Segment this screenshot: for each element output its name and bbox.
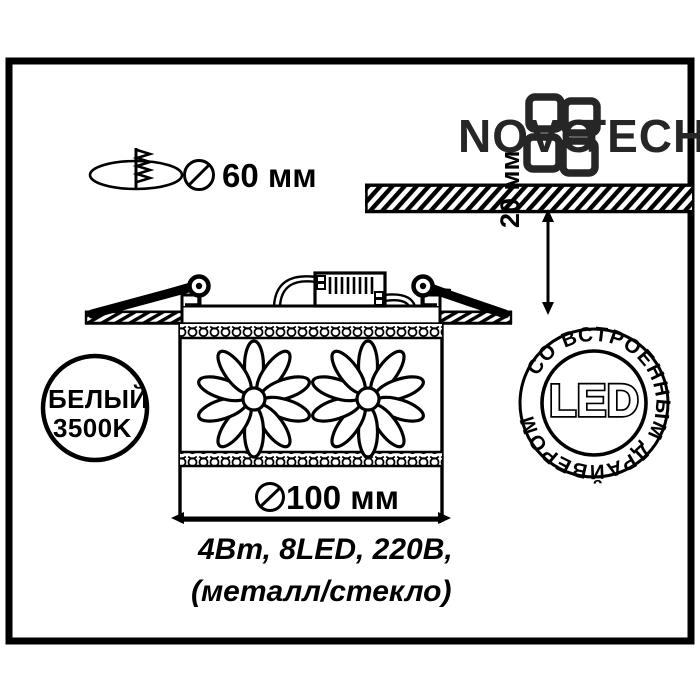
wire-left	[272, 275, 317, 307]
page-border	[5, 57, 695, 645]
pinwheel-squares-icon	[523, 93, 601, 177]
cutout-diameter-value: 60 мм	[222, 157, 317, 194]
bead-trim-top	[180, 324, 442, 338]
brand-wordmark-right: TECH	[578, 110, 700, 162]
led-driver-box	[313, 271, 387, 308]
spec-line-1: 4Вт, 8LED, 220В,	[198, 533, 453, 566]
brand-wordmark-left: NOVO	[458, 110, 598, 162]
color-temp-line1: БЕЛЫЙ	[48, 384, 149, 414]
depth-dimension-value: 20 мм	[495, 150, 525, 228]
spring-clip-right	[411, 274, 510, 319]
bead-trim-bottom	[180, 452, 442, 466]
wire-right	[383, 293, 417, 307]
ceiling-slab-hatched	[365, 183, 692, 214]
width-dimension-line	[171, 512, 451, 524]
led-driver-badge: СО ВСТРОЕННЫМ ДРАЙВЕРОМ LED	[515, 323, 673, 485]
spring-clip-left	[87, 274, 211, 319]
hole-saw-drill-icon	[88, 148, 184, 191]
color-temp-badge	[40, 353, 150, 463]
diameter-symbol-60-icon	[183, 159, 215, 191]
driver-terminal-left	[316, 275, 326, 290]
driver-terminal-right	[374, 291, 384, 306]
fixture-housing-plate	[180, 293, 442, 326]
led-badge-center-text: LED	[549, 375, 639, 426]
spec-line-2: (металл/стекло)	[191, 575, 452, 608]
glass-body	[178, 322, 444, 522]
diameter-symbol-100-icon	[255, 482, 285, 512]
mounting-flange-left	[84, 310, 186, 325]
color-temp-line2: 3500K	[53, 413, 132, 443]
width-dimension-value: 100 мм	[286, 479, 400, 516]
